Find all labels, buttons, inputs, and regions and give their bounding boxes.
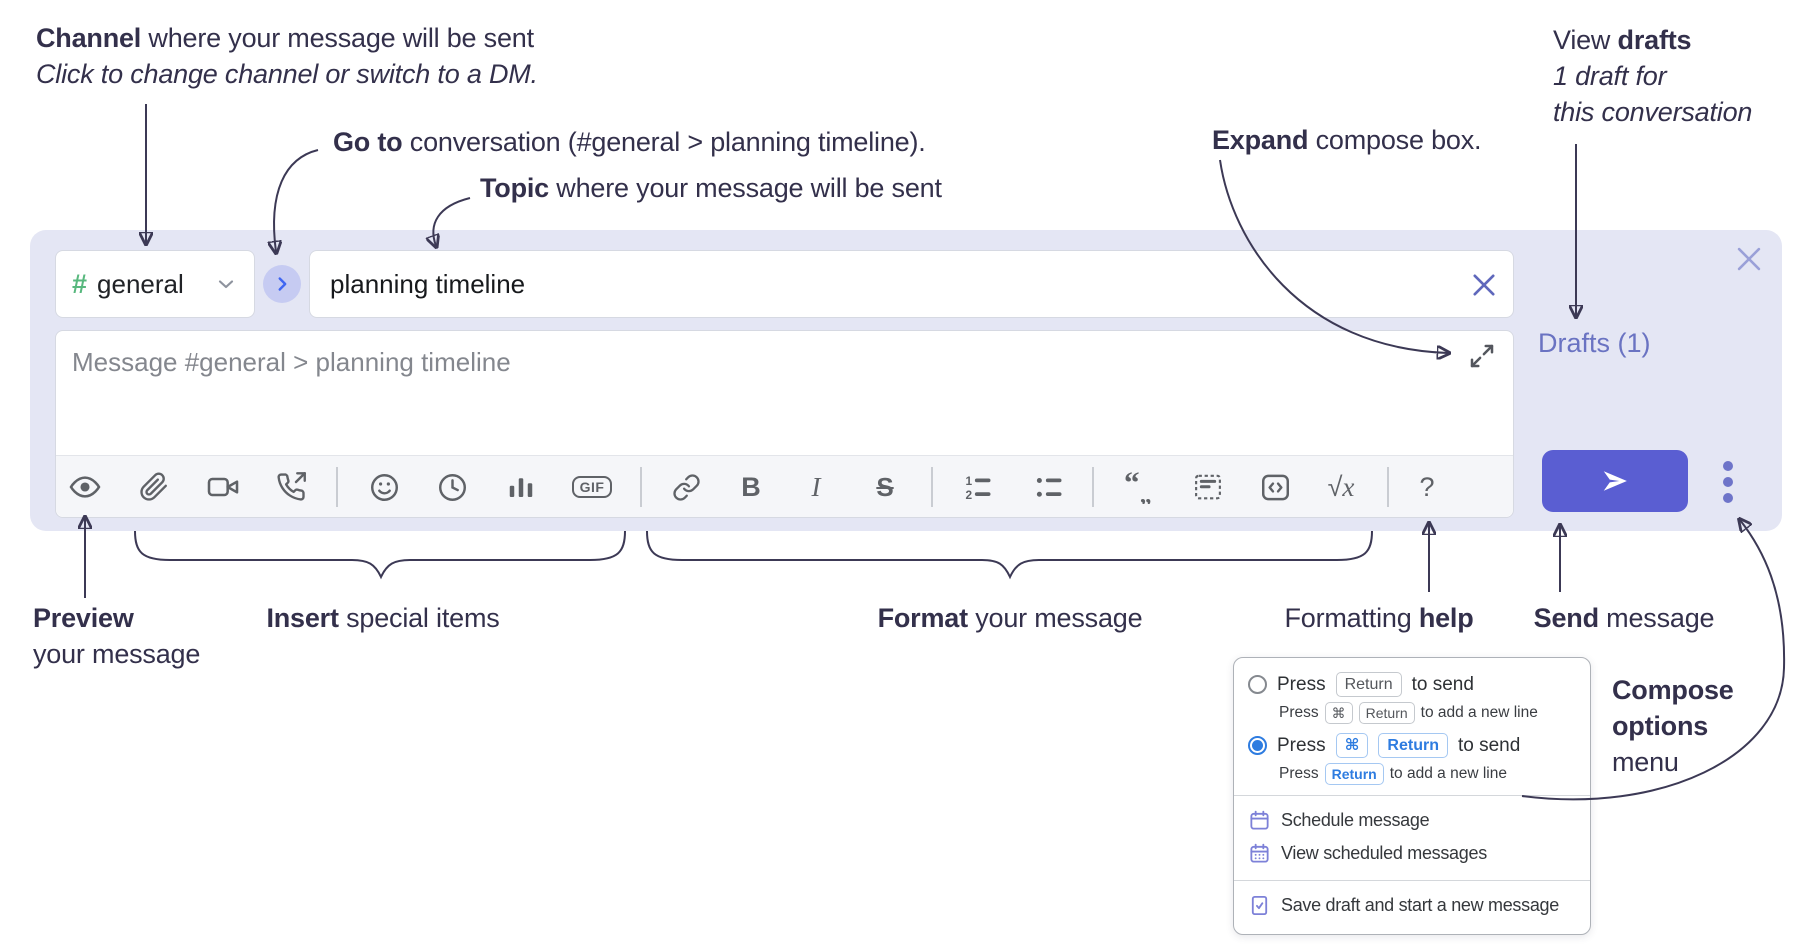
- menu-item-view-scheduled-messages[interactable]: View scheduled messages: [1248, 837, 1578, 870]
- svg-text:“: “: [1124, 470, 1140, 500]
- math-icon[interactable]: √x: [1327, 471, 1355, 502]
- toolbar-divider: [336, 467, 338, 507]
- svg-text:1: 1: [966, 474, 973, 488]
- attach-file-icon[interactable]: [132, 465, 176, 509]
- insert-note: Insert special items: [266, 603, 500, 633]
- send-shortcut-option-return-hint: Press ⌘ Return to add a new line: [1279, 702, 1578, 724]
- insert-brace: [134, 530, 626, 580]
- chevron-down-icon: [214, 272, 238, 296]
- preview-eye-icon[interactable]: [63, 465, 107, 509]
- close-compose-icon[interactable]: [1732, 242, 1768, 278]
- send-note: Send message: [1533, 603, 1715, 633]
- video-call-icon[interactable]: [201, 465, 245, 509]
- send-button[interactable]: [1542, 450, 1688, 512]
- compose-options-ellipsis-icon[interactable]: [1708, 452, 1748, 512]
- spoiler-icon[interactable]: [1186, 465, 1230, 509]
- svg-text:2: 2: [966, 488, 973, 502]
- channel-selector[interactable]: # general: [55, 250, 255, 318]
- chevron-right-icon: [271, 273, 293, 295]
- bulleted-list-icon[interactable]: [1027, 465, 1071, 509]
- time-icon[interactable]: [430, 465, 474, 509]
- compose-options-menu: Press Return to send Press ⌘ Return to a…: [1233, 657, 1591, 935]
- view-drafts-note: View drafts 1 draft for this conversatio…: [1553, 25, 1753, 127]
- menu-item-schedule-message[interactable]: Schedule message: [1248, 804, 1578, 837]
- format-brace: [646, 530, 1373, 580]
- calendar-icon: [1248, 809, 1271, 832]
- send-shortcut-option-cmd-return[interactable]: Press ⌘ Return to send: [1248, 733, 1578, 758]
- channel-note: Channel where your message will be sent …: [36, 23, 538, 89]
- menu-item-save-draft[interactable]: Save draft and start a new message: [1248, 889, 1578, 922]
- strikethrough-icon[interactable]: S: [876, 471, 894, 502]
- radio-selected-icon[interactable]: [1248, 736, 1267, 755]
- preview-note: Preview your message: [33, 603, 201, 669]
- topic-note: Topic where your message will be sent: [480, 173, 942, 203]
- toolbar-divider: [931, 467, 933, 507]
- emoji-icon[interactable]: [362, 465, 406, 509]
- italic-icon[interactable]: I: [811, 471, 821, 502]
- bold-icon[interactable]: B: [741, 471, 761, 502]
- return-key: Return: [1324, 763, 1384, 785]
- toolbar-divider: [640, 467, 642, 507]
- calendar-grid-icon: [1248, 842, 1271, 865]
- channel-name: general: [97, 268, 184, 299]
- compose-options-note: Compose options menu: [1612, 675, 1734, 777]
- goto-note: Go to conversation (#general > planning …: [333, 127, 926, 157]
- cmd-key: ⌘: [1324, 702, 1353, 724]
- compose-box: # general Drafts (1): [30, 230, 1782, 531]
- toolbar-divider: [1092, 467, 1094, 507]
- poll-icon[interactable]: [499, 465, 543, 509]
- quote-icon[interactable]: “„: [1119, 465, 1163, 509]
- formatting-help-note: Formatting help: [1284, 603, 1474, 633]
- radio-unselected-icon[interactable]: [1248, 675, 1267, 694]
- formatting-help-icon[interactable]: ?: [1419, 471, 1435, 502]
- save-draft-icon: [1248, 894, 1271, 917]
- link-icon[interactable]: [664, 465, 708, 509]
- return-key: Return: [1358, 702, 1415, 724]
- toolbar-divider: [1387, 467, 1389, 507]
- send-shortcut-option-cmd-return-hint: Press Return to add a new line: [1279, 763, 1578, 785]
- send-plane-icon: [1597, 466, 1633, 496]
- voice-call-icon[interactable]: [269, 465, 313, 509]
- topic-input[interactable]: [310, 251, 1513, 317]
- format-note: Format your message: [877, 603, 1143, 633]
- send-shortcut-option-return[interactable]: Press Return to send: [1248, 672, 1578, 697]
- return-key: Return: [1335, 672, 1402, 697]
- cmd-key: ⌘: [1335, 733, 1369, 758]
- topic-field: [309, 250, 1514, 318]
- hash-icon: #: [72, 268, 88, 299]
- menu-divider: [1234, 880, 1590, 881]
- go-to-conversation-button[interactable]: [263, 265, 301, 303]
- svg-text:„: „: [1140, 483, 1152, 504]
- gif-icon[interactable]: GIF: [565, 465, 619, 509]
- return-key: Return: [1378, 733, 1448, 758]
- drafts-link[interactable]: Drafts (1): [1538, 328, 1651, 358]
- clear-topic-icon[interactable]: [1467, 268, 1501, 302]
- message-compose-area: GIF B I S 12: [55, 330, 1514, 518]
- expand-compose-icon[interactable]: [1467, 341, 1499, 373]
- code-icon[interactable]: [1253, 465, 1297, 509]
- expand-note: Expand compose box.: [1212, 125, 1482, 155]
- menu-divider: [1234, 795, 1590, 796]
- message-input[interactable]: [56, 331, 1513, 455]
